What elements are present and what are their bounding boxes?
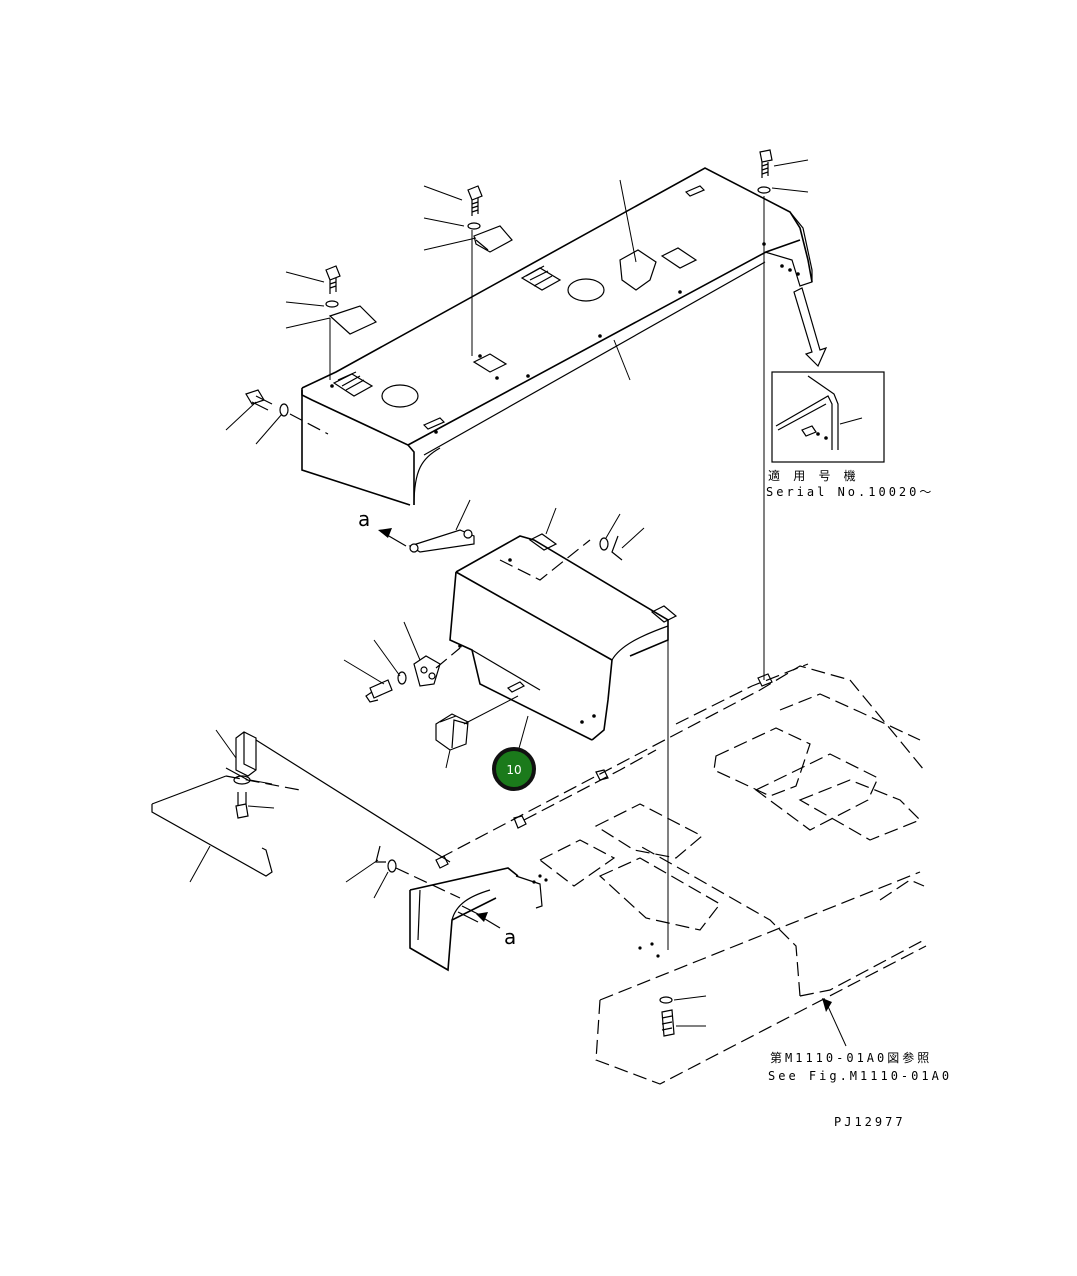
callout-badge[interactable]: 10 — [492, 747, 536, 791]
callout-number: 10 — [506, 763, 521, 777]
figure-code: PJ12977 — [834, 1115, 906, 1129]
detail-inset — [771, 371, 885, 463]
serial-number-label: Serial No.10020～ — [766, 485, 934, 499]
top-cover-panel — [301, 167, 813, 506]
frame-outline — [435, 663, 927, 1085]
view-marker-bottom: a — [504, 925, 516, 949]
bottom-hardware — [659, 995, 847, 1047]
bottom-left-plate — [151, 729, 451, 883]
top-hardware — [225, 149, 809, 680]
callout-circle[interactable] — [492, 747, 536, 791]
reference-en: See Fig.M1110-01A0 — [768, 1069, 952, 1083]
bottom-side-cover — [345, 845, 543, 972]
view-marker-top: a — [358, 507, 370, 531]
applicable-serial-jp: 適 用 号 機 — [768, 468, 859, 483]
middle-cover — [378, 499, 678, 950]
reference-jp: 第M1110-01A0図参照 — [770, 1050, 932, 1065]
latch-hardware — [343, 621, 529, 769]
detail-arrow — [793, 287, 828, 368]
